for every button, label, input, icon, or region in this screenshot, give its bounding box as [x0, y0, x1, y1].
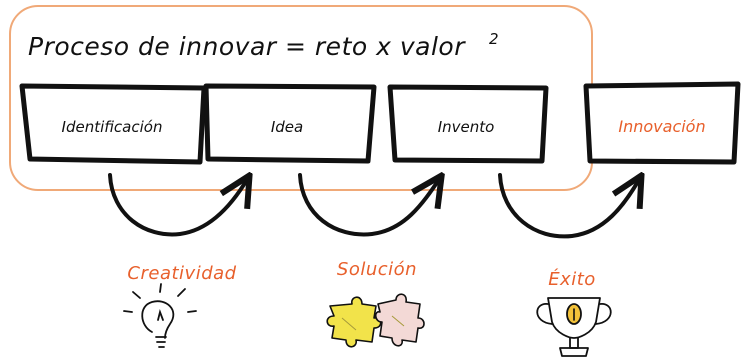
outcome-creatividad: Creatividad [127, 263, 236, 284]
arrow-idea-to-invento [298, 175, 440, 237]
outcome-exito: Éxito [548, 268, 596, 290]
stage-label-highlight: Innovación [618, 117, 705, 136]
puzzle-pieces-icon [326, 293, 425, 348]
trophy-icon [536, 297, 612, 357]
stage-box-invento: Invento [387, 84, 549, 164]
stage-box-idea: Idea [203, 83, 377, 164]
lightbulb-icon [123, 283, 197, 348]
stage-box-identificacion: Identificación [19, 83, 207, 165]
stage-label: Invento [438, 118, 495, 136]
stage-box-innovacion: Innovación [583, 81, 741, 165]
arrow-invento-to-innovacion [498, 175, 640, 239]
outcome-solucion: Solución [337, 259, 417, 280]
formula-superscript: 2 [489, 30, 499, 48]
stage-label: Identificación [62, 118, 163, 136]
arrow-identificacion-to-idea [108, 175, 248, 237]
formula-text: Proceso de innovar = reto x valor [28, 32, 466, 61]
stage-label: Idea [271, 118, 303, 136]
